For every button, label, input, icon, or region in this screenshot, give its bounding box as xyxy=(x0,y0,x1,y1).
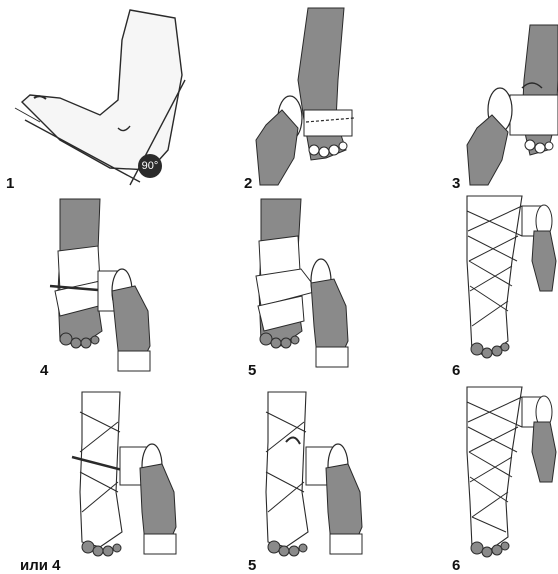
step-number: 4 xyxy=(40,363,48,378)
step-number: 3 xyxy=(452,176,460,191)
step-number: 6 xyxy=(452,363,460,378)
alternative-continue-illustration xyxy=(186,382,372,573)
bandage-start-illustration xyxy=(186,0,372,191)
step-number: или 4 xyxy=(20,558,60,573)
figure-eight-wrap-illustration xyxy=(0,191,186,382)
step-panel-1: 90° 1 xyxy=(0,0,186,191)
figure-eight-continue-illustration xyxy=(186,191,372,382)
step-panel-alt-6: 6 xyxy=(372,382,558,573)
alternative-figure-eight-illustration xyxy=(0,382,186,573)
step-panel-alt-4: или 4 xyxy=(0,382,186,573)
step-number: 5 xyxy=(248,558,256,573)
step-number: 2 xyxy=(244,176,252,191)
step-number: 1 xyxy=(6,176,14,191)
step-panel-2: 2 xyxy=(186,0,372,191)
bandage-fixing-illustration xyxy=(372,0,558,191)
step-number: 5 xyxy=(248,363,256,378)
step-panel-5: 5 xyxy=(186,191,372,382)
step-number: 6 xyxy=(452,558,460,573)
step-panel-4: 4 xyxy=(0,191,186,382)
alternative-full-wrap-illustration xyxy=(372,382,558,573)
step-panel-3: 3 xyxy=(372,0,558,191)
step-panel-6: 6 xyxy=(372,191,558,382)
step-panel-alt-5: 5 xyxy=(186,382,372,573)
angle-badge: 90° xyxy=(138,154,162,178)
full-leg-wrap-illustration xyxy=(372,191,558,382)
